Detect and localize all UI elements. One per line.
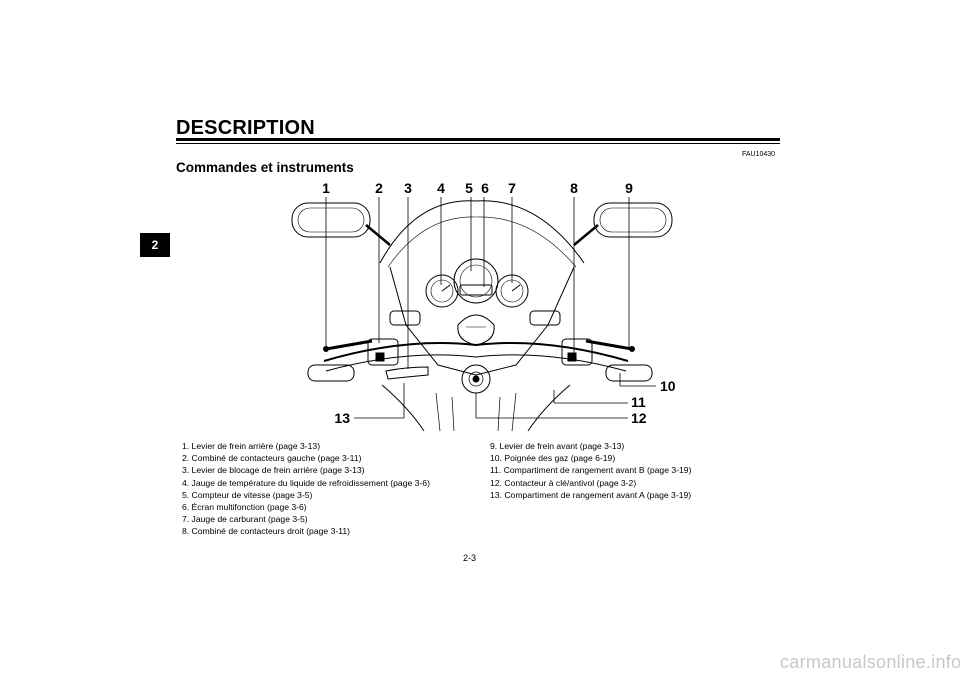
header-rule [176,138,780,141]
callout-2: 2 [375,180,383,196]
left-mirror [291,202,371,238]
header-rule-thin [176,143,780,144]
callout-11: 11 [631,394,646,410]
callout-4: 4 [437,180,445,196]
page-number: 2-3 [463,553,477,563]
caption-item: 10. Poignée des gaz (page 6-19) [490,453,616,464]
caption-item: 6. Écran multifonction (page 3-6) [182,502,307,513]
right-mirror [593,202,673,238]
windscreen [379,200,585,264]
callout-8: 8 [570,180,578,196]
caption-item: 1. Levier de frein arrière (page 3-13) [182,441,321,451]
callout-7: 7 [508,180,516,196]
caption-item: 11. Compartiment de rangement avant B (p… [490,465,692,476]
page-header-title: DESCRIPTION [176,117,315,139]
throttle-grip [605,364,653,382]
brake-lock-lever [385,366,429,380]
callout-10: 10 [660,378,676,394]
caption-item: 4. Jauge de température du liquide de re… [182,477,430,488]
speedometer [453,258,499,304]
caption-item: 8. Combiné de contacteurs droit (page 3-… [182,526,350,537]
callout-3: 3 [404,180,412,196]
caption-list-left: 1. Levier de frein arrière (page 3-13) 2… [182,440,430,538]
callout-1: 1 [322,180,330,196]
caption-item: 13. Compartiment de rangement avant A (p… [490,489,692,500]
right-switch-cluster [561,338,593,366]
caption-item: 12. Contacteur à clé/antivol (page 3-2) [490,477,637,488]
caption-item: 9. Levier de frein avant (page 3-13) [490,441,625,451]
reference-code: FAU10430 [742,151,776,158]
caption-item: 2. Combiné de contacteurs gauche (page 3… [182,453,362,464]
section-title: Commandes et instruments [176,160,354,175]
left-grip [307,364,355,382]
temperature-gauge [425,274,459,308]
callout-12: 12 [631,410,647,426]
front-brake-lever [585,339,633,351]
callout-5: 5 [465,180,473,196]
callout-13: 13 [334,410,350,426]
chapter-tab: 2 [140,233,170,257]
caption-item: 3. Levier de blocage de frein arrière (p… [182,465,365,476]
rear-brake-lever [325,339,373,351]
left-switch-cluster [367,338,399,366]
controls-illustration: 1 2 3 4 5 6 7 8 9 10 11 12 13 [291,180,676,432]
watermark: carmanualsonline.info [780,652,960,672]
caption-item: 7. Jauge de carburant (page 3-5) [182,514,308,525]
caption-list-right: 9. Levier de frein avant (page 3-13) 10.… [490,440,691,501]
callout-9: 9 [625,180,633,196]
multifunction-display [459,284,493,296]
callout-6: 6 [481,180,489,196]
caption-item: 5. Compteur de vitesse (page 3-5) [182,489,313,500]
